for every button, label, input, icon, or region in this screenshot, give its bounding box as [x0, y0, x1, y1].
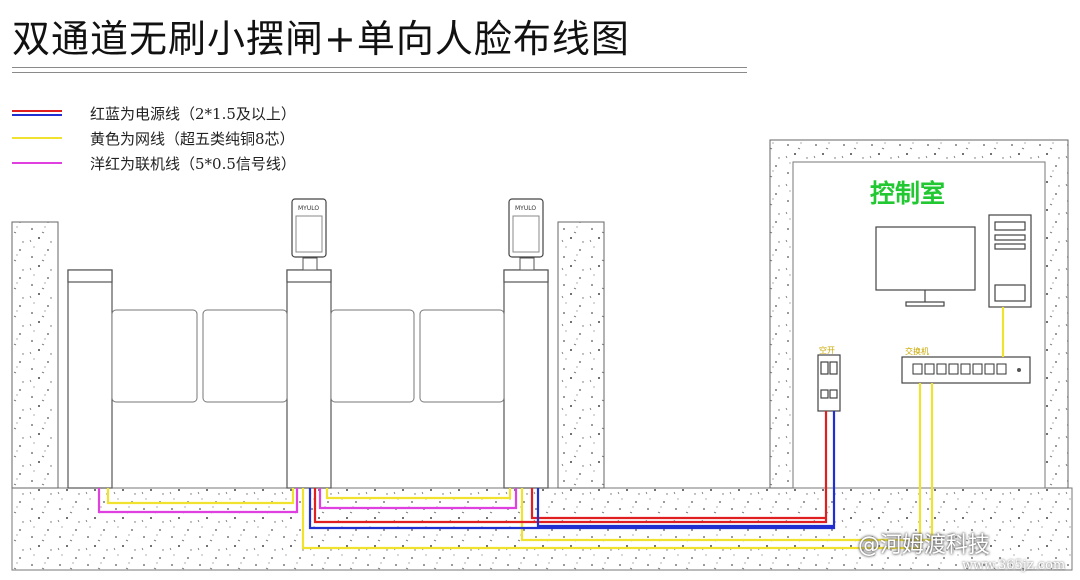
network-switch	[901, 356, 1031, 384]
title-rule-top	[12, 67, 747, 68]
camera-brand-right: MYULO	[515, 205, 537, 212]
left-wall-column	[11, 221, 59, 489]
monitor	[875, 226, 976, 307]
legend-link: 洋红为联机线（5*0.5信号线）	[12, 153, 296, 173]
link-wires	[97, 488, 518, 514]
power-wires	[308, 411, 836, 530]
gate-leaf	[330, 309, 415, 403]
camera-brand-left: MYULO	[298, 205, 320, 212]
page-title: 双通道无刷小摆闸+单向人脸布线图	[12, 17, 630, 61]
middle-wall-column	[557, 221, 605, 489]
turnstile-cabinet-left	[67, 269, 113, 489]
legend-label-power: 红蓝为电源线（2*1.5及以上）	[90, 104, 296, 123]
legend-label-network: 黄色为网线（超五类纯铜8芯）	[90, 129, 295, 148]
site-watermark: www.365jz.com	[962, 558, 1066, 573]
breaker-label: 空开	[819, 346, 835, 355]
title-rule-bottom	[12, 72, 747, 73]
turnstile-cabinet-right	[503, 269, 549, 489]
network-wires	[106, 307, 1005, 550]
switch-label: 交换机	[905, 347, 929, 356]
gate-leaf	[111, 309, 198, 403]
watermark: @河姆渡科技	[858, 533, 991, 558]
control-room-label: 控制室	[870, 179, 946, 208]
face-terminal-left	[291, 198, 327, 271]
gate-leaf	[419, 309, 505, 403]
legend-label-link: 洋红为联机线（5*0.5信号线）	[90, 154, 296, 173]
turnstile-cabinet-center	[286, 269, 332, 489]
legend-swatch-power	[12, 108, 62, 118]
legend-swatch-link	[12, 158, 62, 168]
legend-swatch-network	[12, 133, 62, 143]
circuit-breaker	[817, 354, 841, 412]
legend-power: 红蓝为电源线（2*1.5及以上）	[12, 103, 296, 123]
face-terminal-right	[508, 198, 544, 271]
computer-tower	[988, 214, 1032, 308]
legend-network: 黄色为网线（超五类纯铜8芯）	[12, 128, 295, 148]
gate-leaf	[202, 309, 288, 403]
